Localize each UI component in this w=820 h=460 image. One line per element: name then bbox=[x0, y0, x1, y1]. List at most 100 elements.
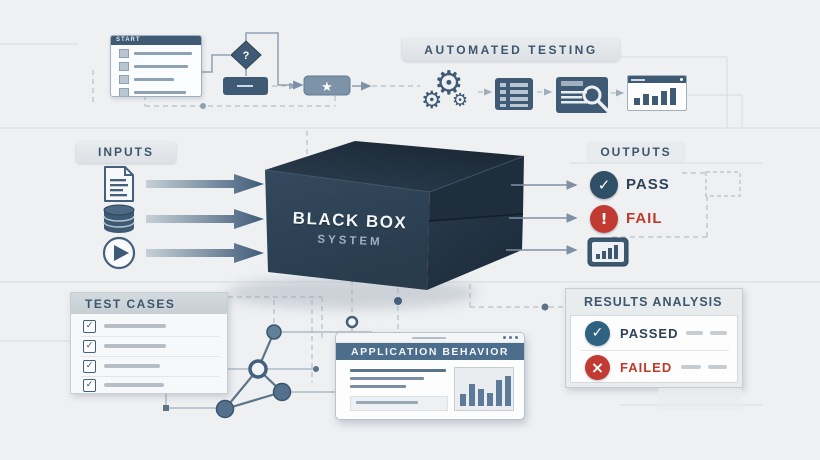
connector-dot bbox=[541, 303, 549, 311]
text-line bbox=[134, 52, 192, 55]
checkbox-icon bbox=[119, 88, 129, 96]
start-window-row bbox=[119, 49, 195, 58]
test-cases-label: TEST CASES bbox=[85, 296, 176, 311]
results-analysis-panel: RESULTS ANALYSIS ✓ PASSED × FAILED bbox=[565, 288, 743, 388]
text-line bbox=[356, 401, 418, 404]
text-dash bbox=[707, 365, 727, 369]
network-graph bbox=[163, 324, 372, 419]
chart-bar bbox=[487, 393, 493, 406]
text-dash bbox=[685, 331, 703, 335]
window-controls-dots-icon bbox=[503, 336, 518, 339]
passed-label: PASSED bbox=[620, 325, 679, 341]
chart-bar bbox=[478, 389, 484, 406]
text-line bbox=[350, 385, 406, 388]
application-behavior-label: APPLICATION BEHAVIOR bbox=[351, 345, 509, 358]
text-line bbox=[104, 324, 166, 328]
checkbox-icon bbox=[119, 75, 129, 84]
chart-bar bbox=[652, 96, 658, 105]
checked-checkbox-icon: ✓ bbox=[83, 359, 96, 373]
chart-bar bbox=[643, 94, 649, 105]
text-line bbox=[134, 78, 174, 81]
connector-dot bbox=[394, 297, 402, 305]
gear-icon: ⚙ bbox=[452, 90, 469, 111]
text-line bbox=[104, 383, 164, 387]
graph-dot bbox=[163, 405, 169, 411]
report-chart-window bbox=[627, 75, 687, 111]
automated-testing-banner: AUTOMATED TESTING bbox=[402, 38, 620, 61]
output-arrows bbox=[506, 180, 578, 255]
text-line bbox=[134, 91, 186, 94]
checked-checkbox-icon: ✓ bbox=[83, 339, 96, 353]
chart-bar bbox=[496, 380, 502, 406]
test-case-row: ✓ bbox=[83, 338, 166, 354]
failed-label: FAILED bbox=[620, 359, 673, 375]
outputs-badge: OUTPUTS bbox=[586, 142, 686, 162]
text-line bbox=[104, 344, 166, 348]
checked-checkbox-icon: ✓ bbox=[83, 378, 96, 392]
run-step-box bbox=[223, 77, 268, 95]
ghost-rectangle bbox=[658, 388, 742, 410]
passed-row: ✓ PASSED bbox=[585, 318, 727, 348]
loop-node-dot bbox=[200, 103, 206, 109]
start-window-row bbox=[119, 75, 195, 84]
decision-diamond-icon: ? bbox=[230, 40, 262, 70]
row-separator bbox=[81, 356, 219, 357]
address-bar-line bbox=[412, 336, 446, 339]
database-input-icon bbox=[103, 204, 135, 233]
connector-ring-dot bbox=[345, 315, 359, 329]
fail-label: FAIL bbox=[626, 210, 663, 227]
text-line bbox=[104, 364, 160, 368]
results-analysis-label: RESULTS ANALYSIS bbox=[584, 295, 723, 309]
automated-testing-label: AUTOMATED TESTING bbox=[424, 42, 598, 57]
text-dash bbox=[709, 331, 727, 335]
title-text-line bbox=[631, 78, 645, 81]
black-box-3d bbox=[264, 141, 525, 290]
flowchart-connectors bbox=[200, 32, 372, 91]
fail-alert-icon: ! bbox=[590, 205, 618, 233]
chart-bar bbox=[634, 98, 640, 105]
results-analysis-body: ✓ PASSED × FAILED bbox=[570, 315, 738, 383]
chart-bar bbox=[460, 394, 466, 406]
behavior-chart bbox=[454, 367, 514, 411]
start-window-row bbox=[119, 88, 195, 96]
inputs-badge: INPUTS bbox=[76, 141, 176, 163]
row-separator bbox=[581, 350, 729, 351]
report-window-bars bbox=[628, 83, 686, 108]
app-window-content bbox=[336, 360, 524, 418]
input-arrows bbox=[146, 174, 264, 263]
row-separator bbox=[81, 336, 219, 337]
chart-bar bbox=[661, 91, 667, 105]
play-input-icon bbox=[102, 236, 136, 270]
checkbox-icon bbox=[119, 62, 129, 71]
star-step-box: ★ bbox=[303, 75, 351, 96]
graph-node bbox=[215, 399, 235, 419]
svg-text:?: ? bbox=[243, 50, 250, 62]
outputs-label: OUTPUTS bbox=[600, 145, 672, 159]
gear-icon: ⚙ bbox=[421, 86, 443, 114]
pass-label: PASS bbox=[626, 176, 670, 193]
app-window-titlebar bbox=[336, 333, 524, 343]
start-window-row bbox=[119, 62, 195, 71]
graph-node bbox=[266, 324, 282, 340]
inputs-label: INPUTS bbox=[97, 145, 154, 159]
passed-check-icon: ✓ bbox=[585, 320, 610, 346]
text-line bbox=[350, 369, 446, 372]
test-case-row: ✓ bbox=[83, 358, 160, 374]
test-case-row: ✓ bbox=[83, 377, 164, 393]
test-cases-panel: TEST CASES ✓ ✓ ✓ ✓ bbox=[70, 292, 228, 394]
window-dot-icon bbox=[680, 78, 683, 81]
text-dash bbox=[681, 365, 701, 369]
text-line bbox=[350, 377, 424, 380]
magnifier-icon bbox=[582, 85, 602, 105]
inspect-report-icon bbox=[556, 77, 609, 113]
chart-bar bbox=[469, 384, 475, 406]
failed-row: × FAILED bbox=[585, 352, 727, 382]
checked-checkbox-icon: ✓ bbox=[83, 319, 96, 333]
start-window: START bbox=[110, 35, 202, 97]
application-behavior-window: APPLICATION BEHAVIOR bbox=[335, 332, 525, 420]
failed-cross-icon: × bbox=[585, 354, 610, 380]
test-suite-list-icon bbox=[495, 78, 533, 110]
document-input-icon bbox=[104, 166, 134, 202]
